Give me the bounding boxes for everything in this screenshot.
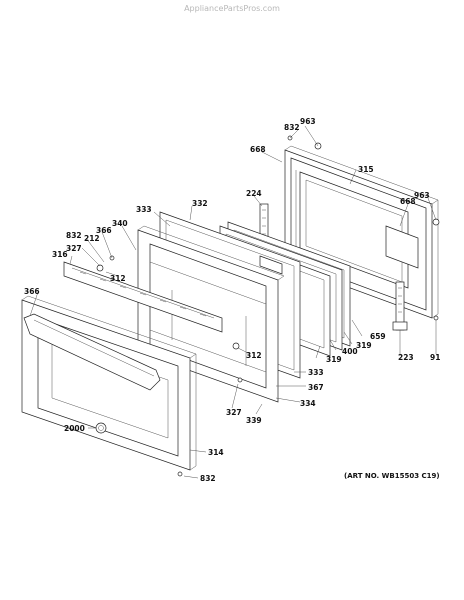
part-label-312: 312	[246, 351, 262, 360]
part-label-366: 366	[96, 226, 112, 235]
part-label-668: 668	[400, 197, 416, 206]
part-label-327: 327	[226, 408, 242, 417]
part-label-400: 400	[342, 347, 358, 356]
part-label-333: 333	[136, 205, 152, 214]
part-label-340: 340	[112, 219, 128, 228]
vent-strip	[63, 261, 223, 333]
part-label-668: 668	[250, 145, 266, 154]
part-label-223: 223	[398, 353, 414, 362]
part-label-327: 327	[66, 244, 82, 253]
part-label-832: 832	[66, 231, 82, 240]
part-label-963: 963	[300, 117, 316, 126]
part-label-312: 312	[110, 274, 126, 283]
part-label-2000: 2000	[64, 424, 85, 433]
part-label-963: 963	[414, 191, 430, 200]
part-labels: 963 832 668 315 963 668 224 333 332 340 …	[24, 117, 440, 483]
part-label-367: 367	[308, 383, 324, 392]
part-label-314: 314	[208, 448, 224, 457]
watermark-text: AppliancePartsPros.com	[184, 4, 280, 13]
part-label-333: 333	[308, 368, 324, 377]
art-number: (ART NO. WB15503 C19)	[344, 472, 440, 480]
part-label-316: 316	[52, 250, 68, 259]
part-label-224: 224	[246, 189, 262, 198]
part-label-212: 212	[84, 234, 100, 243]
part-label-832: 832	[284, 123, 300, 132]
part-label-332: 332	[192, 199, 208, 208]
part-label-659: 659	[370, 332, 386, 341]
part-label-319: 319	[326, 355, 342, 364]
part-label-319: 319	[356, 341, 372, 350]
part-label-334: 334	[300, 399, 316, 408]
part-label-315: 315	[358, 165, 374, 174]
part-label-91: 91	[430, 353, 440, 362]
part-label-339: 339	[246, 416, 262, 425]
leader-lines	[29, 125, 437, 479]
door-handle	[23, 313, 161, 391]
part-label-832: 832	[200, 474, 216, 483]
part-label-366: 366	[24, 287, 40, 296]
